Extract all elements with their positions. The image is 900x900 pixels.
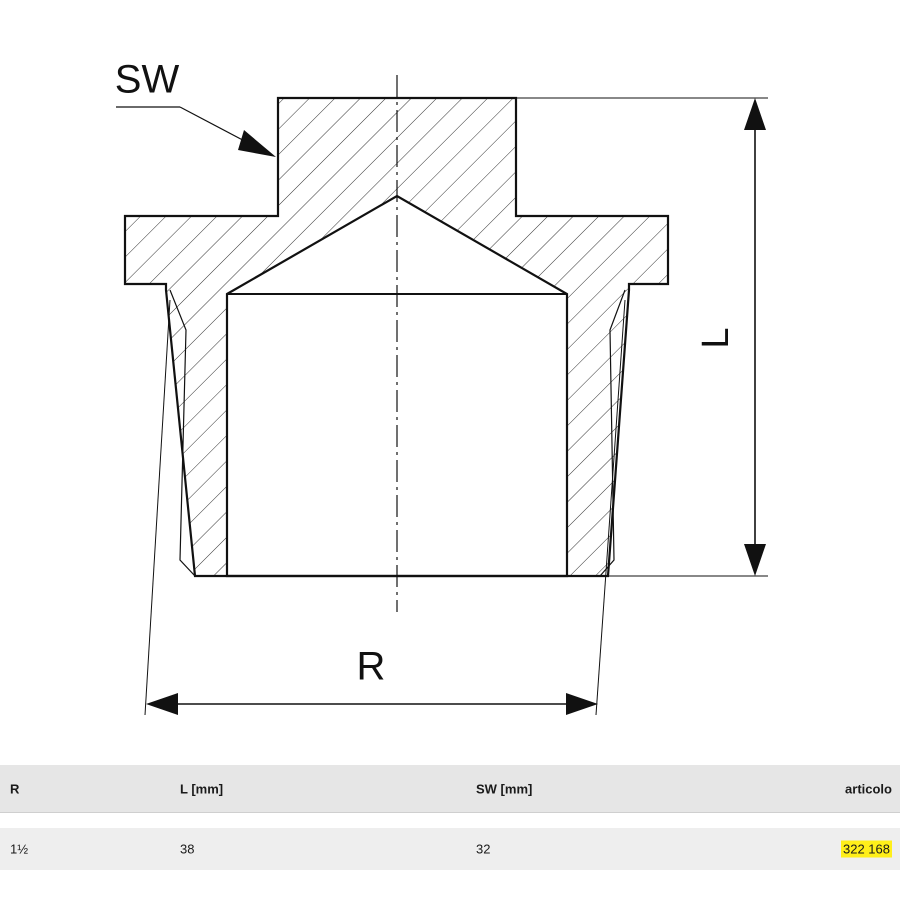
plug-section — [123, 96, 670, 578]
technical-drawing: L R SW — [115, 58, 768, 716]
header-article: articolo — [845, 781, 892, 796]
cell-l: 38 — [180, 841, 195, 857]
length-label: L — [695, 327, 737, 348]
table-row: 1½ 38 32 322 168 — [0, 828, 900, 870]
sw-leader — [116, 106, 276, 157]
thread-label: R — [357, 645, 386, 689]
header-l: L [mm] — [180, 781, 224, 796]
header-r: R — [10, 781, 20, 796]
length-dimension — [516, 97, 768, 577]
table-header-row: R L [mm] SW [mm] articolo — [0, 765, 900, 813]
cell-r: 1½ — [10, 841, 29, 857]
cell-article[interactable]: 322 168 — [841, 840, 892, 858]
header-sw: SW [mm] — [476, 781, 533, 796]
sw-label: SW — [115, 58, 180, 102]
article-number-highlight[interactable]: 322 168 — [841, 840, 892, 858]
thread-dimension — [144, 299, 626, 716]
table-gap — [0, 813, 900, 828]
spec-table: R L [mm] SW [mm] articolo 1½ 38 32 322 1… — [0, 765, 900, 870]
cell-sw: 32 — [476, 841, 491, 857]
